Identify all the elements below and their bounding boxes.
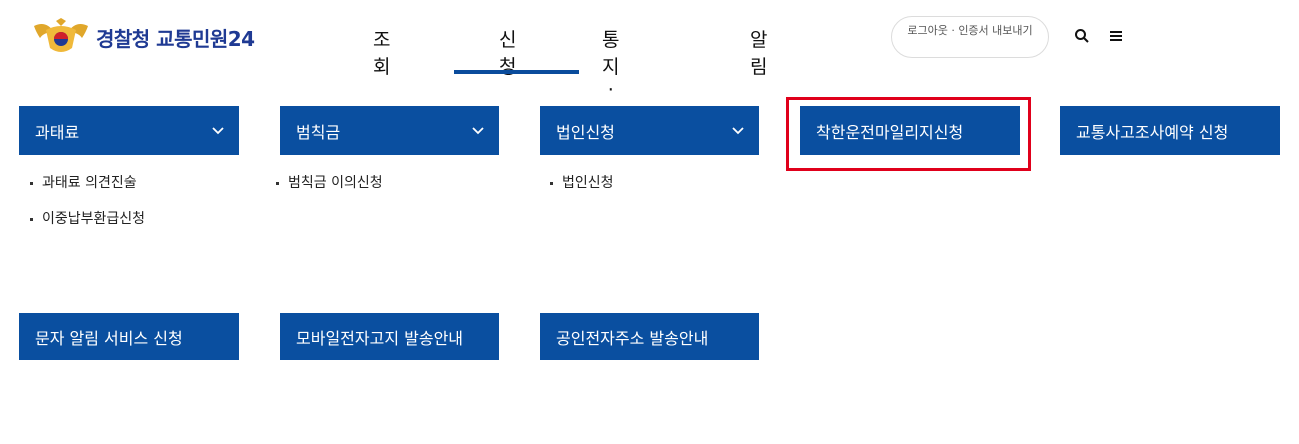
corporate-submenu: 법인신청	[550, 168, 614, 204]
chevron-down-icon	[471, 123, 485, 142]
police-emblem-icon	[34, 18, 88, 52]
chevron-down-icon	[731, 123, 745, 142]
menu-safe-driving-mileage[interactable]: 착한운전마일리지신청	[800, 106, 1020, 155]
highlight-box	[786, 97, 1031, 171]
submenu-item-refund[interactable]: 이중납부환급신청	[30, 204, 145, 240]
logo-text: 경찰청 교통민원24	[96, 26, 255, 51]
nav-active-indicator	[454, 70, 579, 74]
submenu-item-fine-objection[interactable]: 범칙금 이의신청	[276, 168, 383, 204]
menu-accident-reservation[interactable]: 교통사고조사예약 신청	[1060, 106, 1280, 155]
nav-item-alerts[interactable]: 알림	[750, 29, 768, 78]
menu-corporate[interactable]: 법인신청	[540, 106, 759, 155]
menu-sms-alert[interactable]: 문자 알림 서비스 신청	[19, 313, 239, 360]
menu-certified-address[interactable]: 공인전자주소 발송안내	[540, 313, 759, 360]
menu-fine-label: 범칙금	[296, 122, 341, 142]
logout-cert-export-link[interactable]: 로그아웃 · 인증서 내보내기	[891, 16, 1049, 58]
menu-penalty-fee[interactable]: 과태료	[19, 106, 239, 155]
menu-icon[interactable]	[1108, 28, 1124, 44]
menu-accident-reservation-label: 교통사고조사예약 신청	[1076, 122, 1229, 142]
menu-mobile-notice-label: 모바일전자고지 발송안내	[296, 328, 464, 348]
fine-submenu: 범칙금 이의신청	[276, 168, 383, 204]
menu-fine[interactable]: 범칙금	[280, 106, 499, 155]
submenu-item-opinion[interactable]: 과태료 의견진술	[30, 168, 145, 204]
menu-mobile-notice[interactable]: 모바일전자고지 발송안내	[280, 313, 499, 360]
search-icon[interactable]	[1074, 28, 1090, 44]
nav-item-inquiry[interactable]: 조회	[373, 29, 391, 78]
penalty-fee-submenu: 과태료 의견진술 이중납부환급신청	[30, 168, 145, 240]
menu-corporate-label: 법인신청	[556, 122, 615, 142]
menu-certified-address-label: 공인전자주소 발송안내	[556, 328, 709, 348]
site-header: 경찰청 교통민원24 조회 신청 통지·공고 알림 로그아웃 · 인증서 내보내…	[0, 0, 1299, 154]
menu-penalty-fee-label: 과태료	[35, 122, 80, 142]
menu-sms-alert-label: 문자 알림 서비스 신청	[35, 328, 183, 348]
site-logo[interactable]: 경찰청 교통민원24	[32, 18, 255, 56]
submenu-item-corporate[interactable]: 법인신청	[550, 168, 614, 204]
chevron-down-icon	[211, 123, 225, 142]
menu-safe-driving-mileage-label: 착한운전마일리지신청	[816, 122, 964, 142]
